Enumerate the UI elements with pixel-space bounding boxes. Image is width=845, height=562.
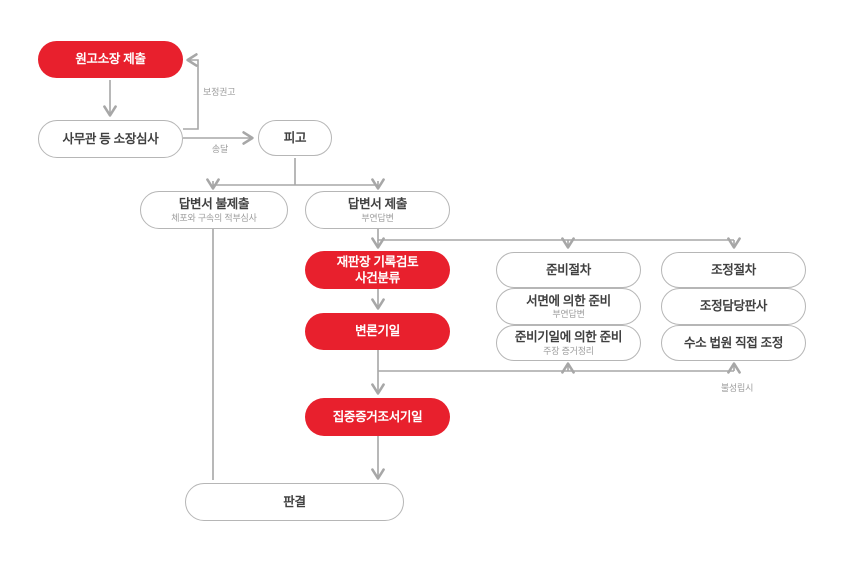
node-label: 조정절차: [711, 262, 756, 277]
node-label: 원고소장 제출: [75, 52, 146, 67]
node-judgment: 판결: [185, 483, 404, 521]
node-label: 변론기일: [355, 324, 400, 339]
node-mediation-judge: 조정담당판사: [661, 288, 806, 325]
node-hearing-date: 변론기일: [305, 313, 450, 350]
node-label: 판결: [283, 494, 306, 509]
node-sublabel: 부연답변: [552, 309, 585, 320]
node-label: 서면에 의한 준비: [526, 293, 611, 308]
edge-label-correction-recommendation: 보정권고: [203, 87, 236, 97]
node-label: 집중증거조서기일: [332, 409, 423, 424]
node-sublabel: 체포와 구속의 적부심사: [171, 212, 257, 223]
node-label: 답변서 제출: [347, 197, 408, 212]
edge-label-if-not-settled: 불성립시: [720, 383, 754, 393]
node-defendant: 피고: [258, 120, 332, 156]
node-label: 재판장 기록검토: [336, 255, 419, 270]
node-court-direct-mediation: 수소 법원 직접 조정: [661, 325, 806, 361]
node-label-line2: 사건분류: [355, 270, 400, 285]
connector-correction-feedback: [183, 53, 199, 130]
node-date-preparation: 준비기일에 의한 준비 주장 증거정리: [496, 325, 641, 361]
node-label: 수소 법원 직접 조정: [683, 335, 784, 350]
node-label: 준비기일에 의한 준비: [514, 330, 623, 345]
node-answer-submitted: 답변서 제출 부연답변: [305, 191, 450, 229]
node-intensive-evidence-date: 집중증거조서기일: [305, 398, 450, 436]
node-label: 사무관 등 소장심사: [62, 131, 159, 146]
node-complaint-submission: 원고소장 제출: [38, 41, 183, 78]
node-judge-record-review: 재판장 기록검토 사건분류: [305, 251, 450, 289]
node-label: 답변서 불제출: [178, 197, 250, 212]
node-sublabel: 주장 증거정리: [543, 345, 594, 356]
node-label: 피고: [283, 130, 307, 145]
node-label: 준비절차: [546, 262, 591, 277]
node-preparation-procedure: 준비절차: [496, 252, 641, 288]
node-mediation-procedure: 조정절차: [661, 252, 806, 288]
node-sublabel: 부연답변: [361, 212, 394, 223]
node-clerk-complaint-review: 사무관 등 소장심사: [38, 120, 183, 158]
edge-label-service: 송달: [211, 144, 229, 154]
node-answer-not-submitted: 답변서 불제출 체포와 구속의 적부심사: [140, 191, 288, 229]
node-written-preparation: 서면에 의한 준비 부연답변: [496, 288, 641, 325]
node-label: 조정담당판사: [699, 299, 768, 314]
connector-answer-branch-horizontal: [377, 229, 734, 241]
